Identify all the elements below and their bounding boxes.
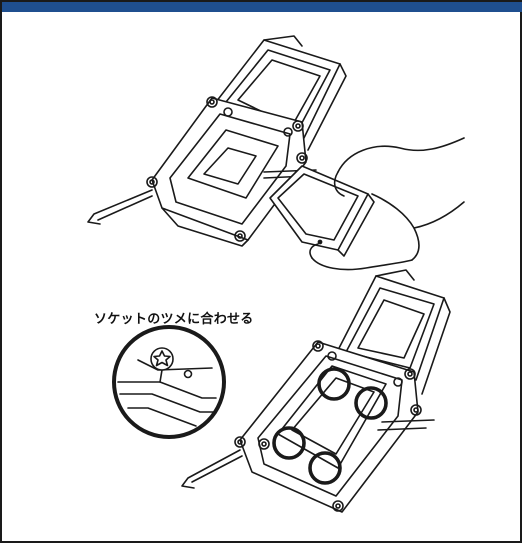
cpu-chip-in-hand — [269, 137, 465, 271]
alignment-key-magnifier — [112, 325, 226, 439]
alignment-caption: ソケットのツメに合わせる — [94, 312, 254, 327]
header-bar — [2, 2, 522, 12]
cpu-seated-socket — [181, 269, 451, 513]
cpu-socket-open-lid — [87, 35, 347, 247]
